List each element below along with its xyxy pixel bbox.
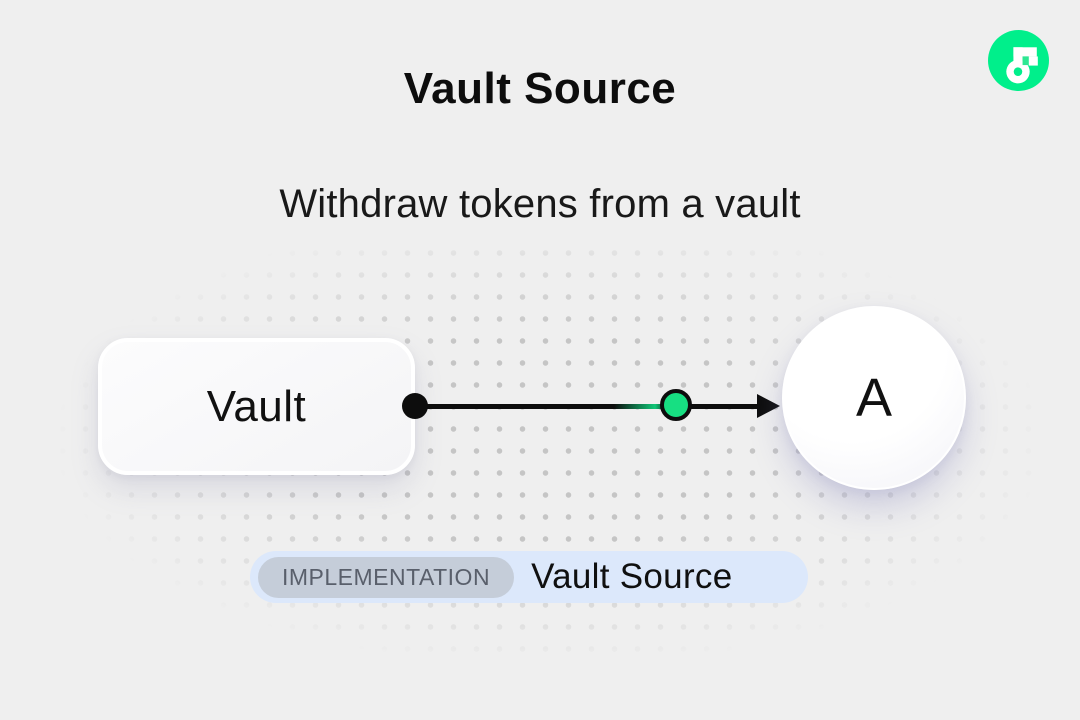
- edge-line: [415, 404, 758, 409]
- flow-logo-icon: [988, 30, 1049, 91]
- edge-start-dot: [402, 393, 428, 419]
- page-subtitle: Withdraw tokens from a vault: [279, 182, 801, 226]
- badge-label: Vault Source: [531, 557, 733, 596]
- vault-node: Vault: [98, 338, 415, 475]
- edge-marker-dot: [660, 389, 692, 421]
- implementation-tag: IMPLEMENTATION: [258, 556, 515, 598]
- target-node: A: [782, 306, 966, 490]
- target-node-label: A: [855, 368, 893, 428]
- vault-node-label: Vault: [206, 381, 307, 431]
- page-title: Vault Source: [403, 64, 677, 113]
- implementation-badge: IMPLEMENTATION Vault Source: [250, 551, 808, 603]
- edge-arrowhead-icon: [757, 394, 780, 418]
